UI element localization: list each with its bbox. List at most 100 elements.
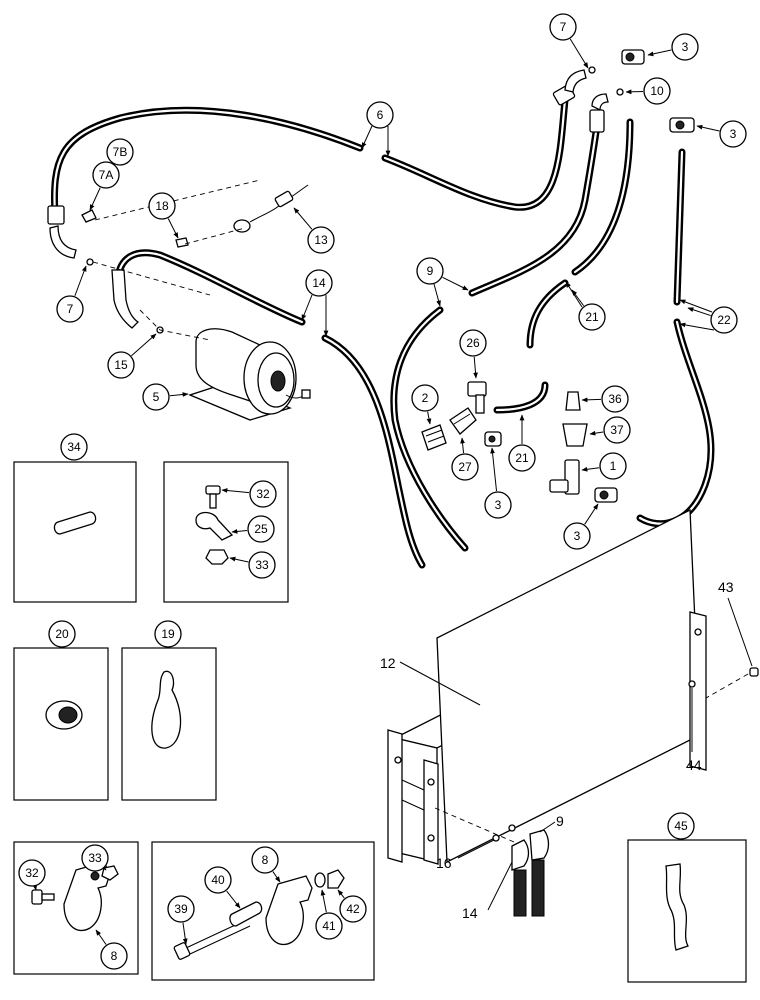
callout-c34: 34 [60, 433, 88, 461]
o-ring-16 [492, 834, 500, 842]
callout-number: 40 [211, 873, 225, 887]
callout-leader [301, 294, 313, 321]
callout-number: 26 [466, 336, 480, 350]
callout-number: 41 [322, 919, 336, 933]
callout-leader [337, 889, 345, 899]
fitting-36 [565, 391, 581, 411]
callout-number: 18 [155, 199, 169, 213]
label-43: 43 [718, 579, 734, 595]
callout-number: 3 [574, 529, 581, 543]
callout-number: 42 [346, 902, 360, 916]
bolt-43 [705, 667, 759, 699]
callout-number: 7A [99, 168, 114, 182]
callout-leader [473, 356, 478, 379]
tee-fitting-1 [549, 459, 580, 495]
callout-circle [484, 491, 512, 519]
hose-21 [493, 118, 634, 414]
callout-number: 1 [610, 459, 617, 473]
callout-leader [74, 265, 87, 297]
callout-c2: 2 [411, 384, 439, 425]
callout-circle [643, 77, 671, 105]
hose-22 [636, 148, 715, 528]
fitting-7a [81, 209, 97, 223]
callout-leader [221, 488, 250, 494]
callout-c20: 20 [48, 620, 76, 648]
hose-14 [111, 249, 426, 569]
o-ring-7-top [588, 66, 596, 74]
callout-c14-top: 14 [305, 269, 333, 297]
leader-9 [539, 821, 556, 833]
callout-circle [81, 844, 109, 872]
callout-c9-top: 9 [416, 257, 469, 291]
dashed-line [92, 261, 211, 296]
callout-c6: 6 [366, 101, 394, 129]
callout-number: 6 [377, 108, 384, 122]
callout-number: 20 [55, 627, 69, 641]
callout-leader [490, 447, 498, 492]
callout-leader [100, 864, 107, 871]
nut-42 [327, 869, 345, 889]
callout-c40: 40 [204, 866, 241, 909]
callout-c39: 39 [167, 895, 195, 945]
callout-circle [315, 912, 343, 940]
callout-c21-mid: 21 [508, 414, 536, 472]
callout-leader [569, 38, 589, 69]
compressor [188, 328, 311, 421]
callout-circle [508, 444, 536, 472]
callout-circle [60, 433, 88, 461]
bolt-32 [205, 485, 221, 509]
callout-c41: 41 [315, 889, 343, 940]
leader-14 [487, 861, 513, 911]
callout-number: 3 [730, 127, 737, 141]
callout-c7-top: 7 [549, 13, 589, 69]
callout-circle [251, 846, 279, 874]
clamp-3-right [669, 117, 695, 133]
dashed-line [94, 179, 261, 221]
callout-leader [696, 124, 720, 132]
callout-circle [305, 269, 333, 297]
callout-c1: 1 [581, 452, 627, 480]
callout-number: 21 [585, 310, 599, 324]
callout-number: 32 [256, 487, 270, 501]
insulating-sleeve [53, 511, 97, 535]
callout-number: 27 [458, 460, 472, 474]
callout-leader [581, 466, 600, 472]
bracket-hole [90, 871, 100, 881]
callout-leader [231, 529, 248, 534]
callout-leader [131, 333, 157, 357]
callout-circle [56, 295, 84, 323]
hose-end-14 [511, 839, 530, 917]
callout-leader [581, 397, 602, 403]
clamp-3-top [621, 49, 645, 65]
callout-c42: 42 [337, 889, 367, 923]
callout-circle [142, 383, 170, 411]
callout-c19: 19 [154, 620, 182, 648]
callout-c13: 13 [293, 207, 335, 254]
callout-c22: 22 [687, 306, 738, 334]
callout-circle [154, 620, 182, 648]
clamp-3-mid [484, 431, 502, 447]
wrap-45 [665, 863, 689, 951]
grommet-20 [45, 700, 83, 730]
callout-circle [204, 866, 232, 894]
callout-leader [442, 276, 469, 291]
bracket-8-a [63, 861, 111, 932]
callout-c5: 5 [142, 383, 189, 411]
callout-number: 39 [174, 902, 188, 916]
callout-circle [18, 859, 46, 887]
valve-26 [467, 381, 487, 414]
o-ring-7-left [86, 258, 94, 266]
callout-circle [667, 812, 695, 840]
callout-c27: 27 [451, 437, 479, 481]
callout-c36: 36 [581, 385, 629, 413]
callout-number: 8 [111, 949, 118, 963]
bracket-8-b [265, 875, 313, 946]
callout-number: 22 [717, 313, 731, 327]
label-12: 12 [380, 655, 396, 671]
callout-c7a: 7A [89, 161, 120, 211]
callout-circle [248, 551, 276, 579]
callout-leader [565, 281, 583, 308]
callout-c7-left: 7 [56, 265, 87, 323]
callout-circle [578, 303, 606, 331]
